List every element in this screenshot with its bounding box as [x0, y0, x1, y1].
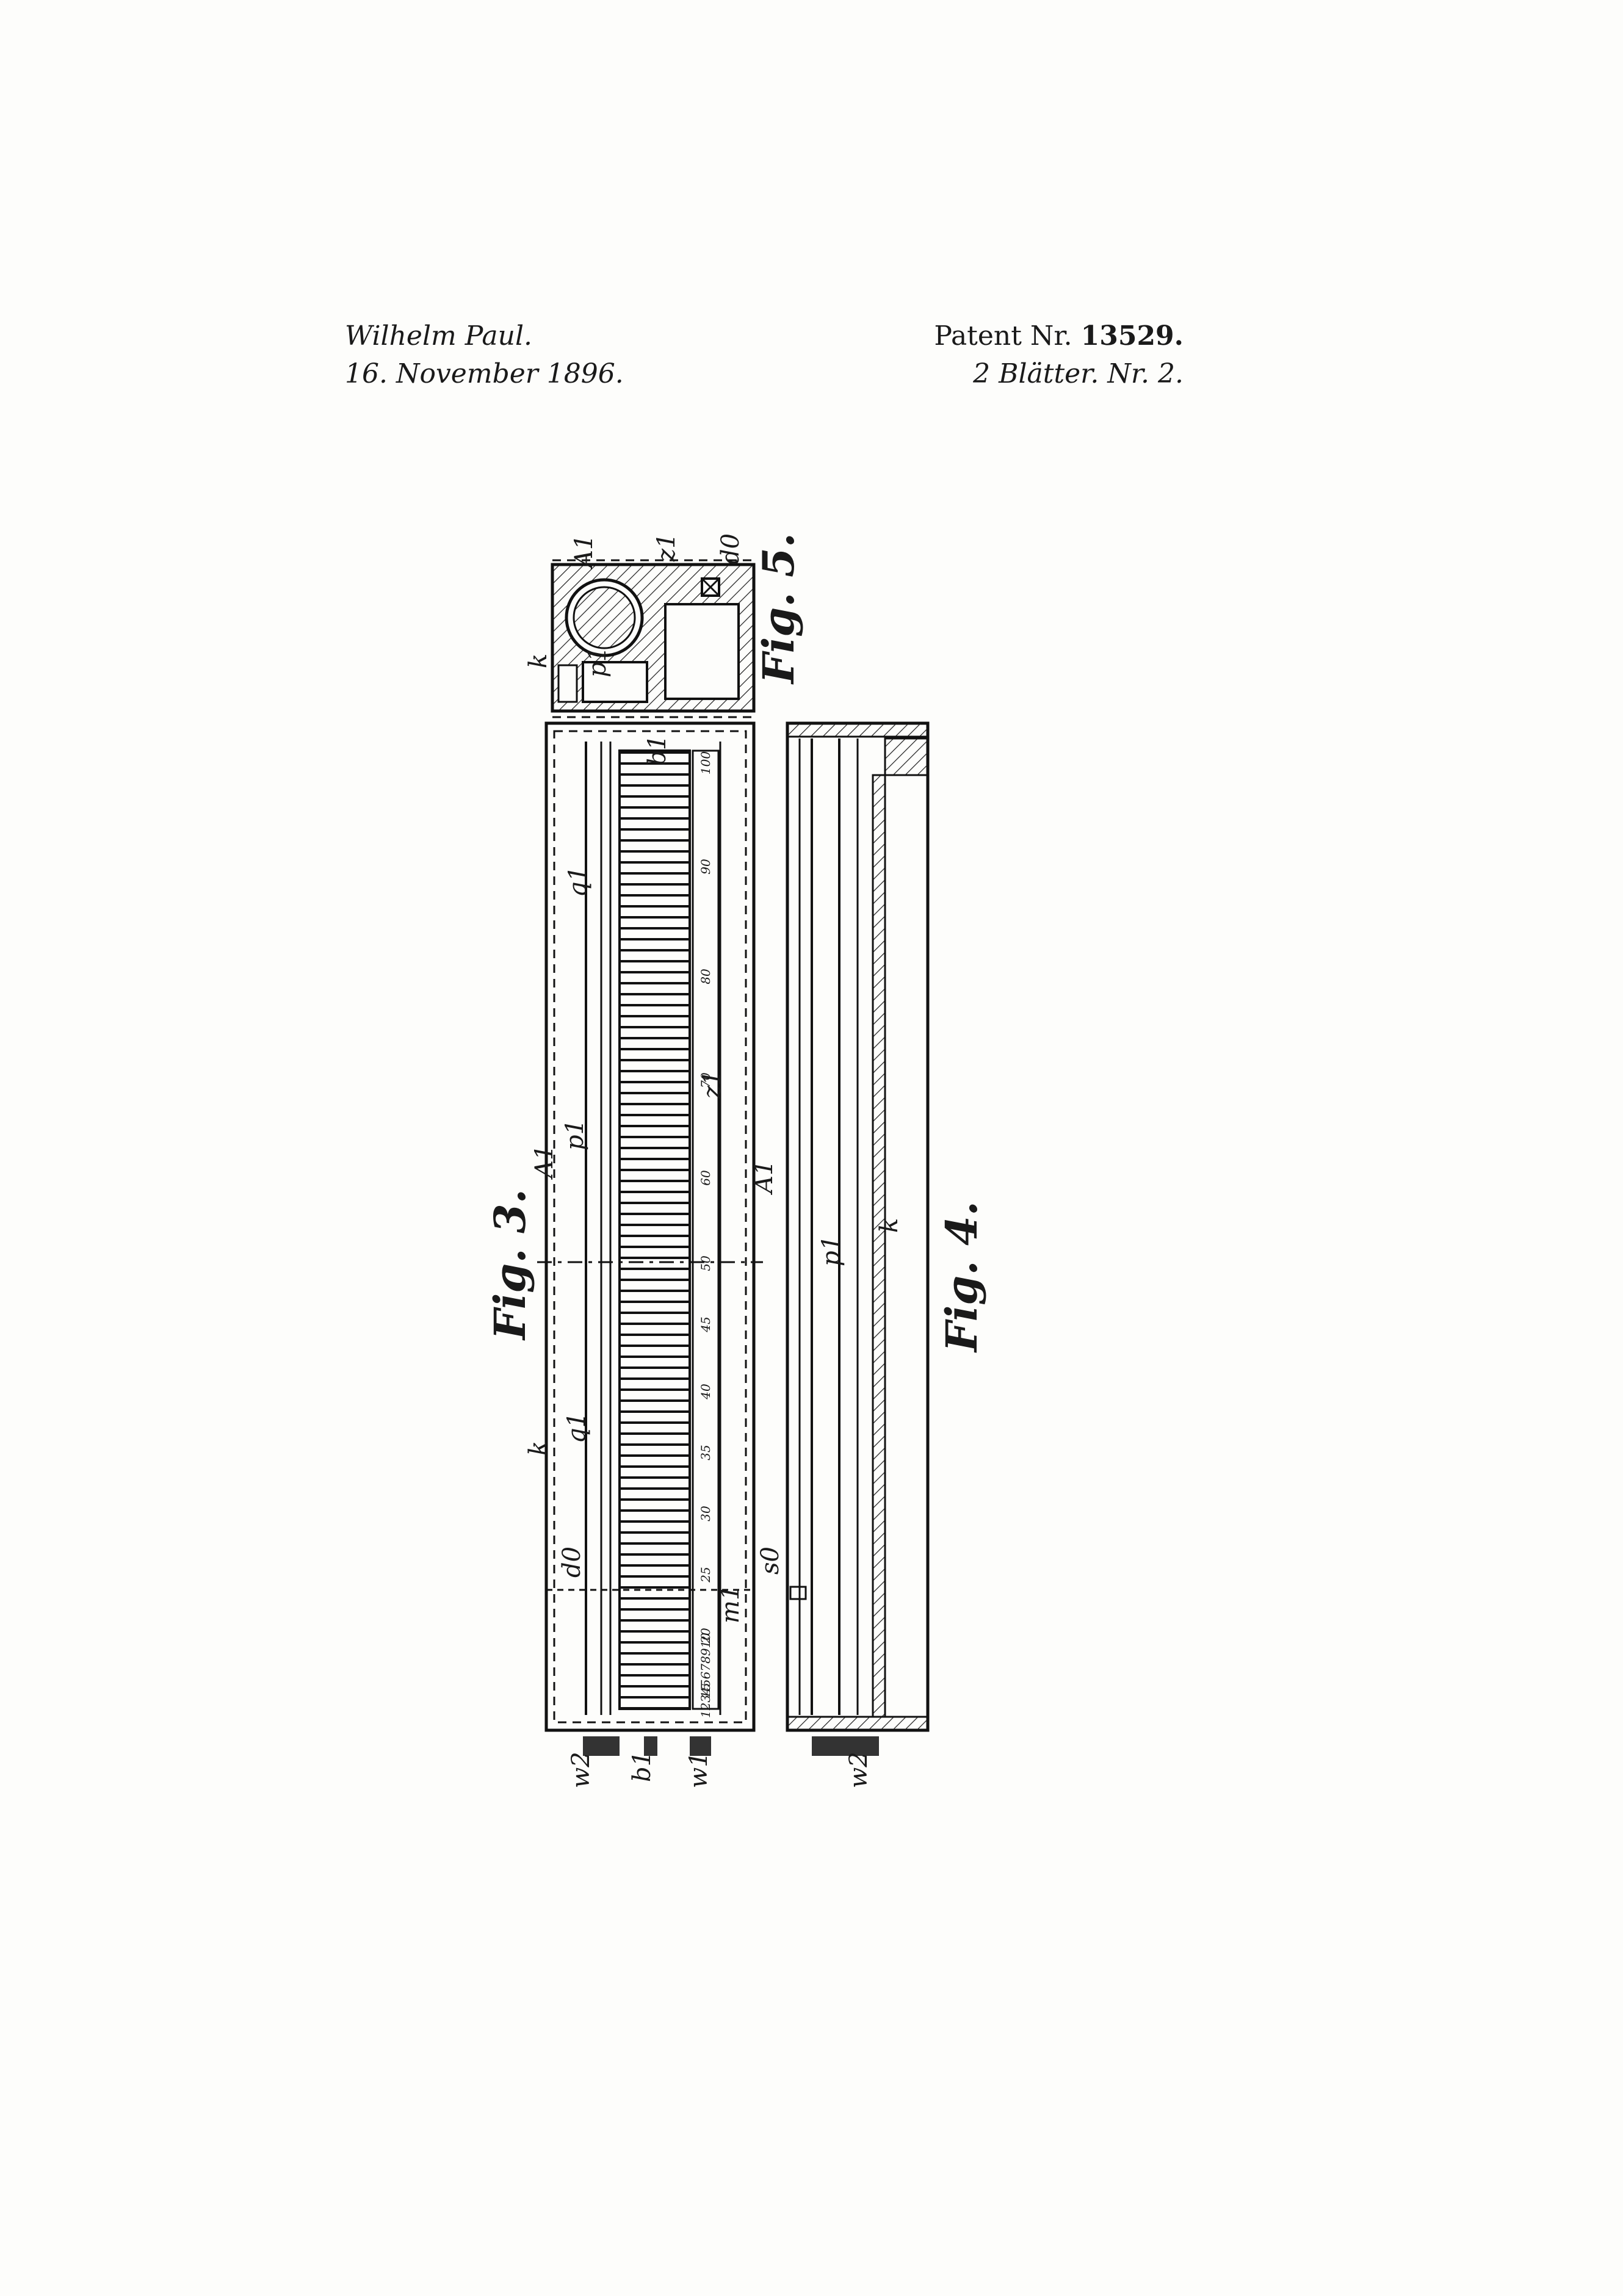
label-p1-fig3: p1 [561, 1119, 589, 1150]
label-w2-fig3: w2 [567, 1752, 595, 1788]
scale-number: 60 [698, 1170, 713, 1186]
label-k-fig3: k [524, 1441, 552, 1456]
label-p1-fig5: p1 [584, 646, 612, 677]
label-b1-top: b1 [643, 735, 671, 766]
label-b1-bottom: b1 [628, 1751, 656, 1782]
scale-number: 45 [698, 1316, 713, 1332]
patent-number-line: Patent Nr. 13529. [934, 317, 1184, 355]
scale-number: 25 [698, 1567, 713, 1583]
sheet-number: 2 Blätter. Nr. 2. [973, 358, 1184, 389]
filing-date: 16. November 1896. [345, 358, 624, 389]
fig5-label: Fig. 5. [753, 533, 804, 685]
fig3-frame [537, 721, 763, 1756]
label-k-fig5: k [524, 654, 552, 668]
scale-number: 70 [698, 1072, 713, 1088]
scale-number: 90 [698, 859, 713, 875]
fig5-section [551, 559, 756, 718]
scale-number: 50 [698, 1255, 713, 1271]
label-z1-fig3: z1 [698, 1070, 726, 1099]
scale-number: 20 [698, 1628, 713, 1644]
header-left: Wilhelm Paul. 16. November 1896. [345, 317, 624, 393]
label-k-fig4: k [875, 1218, 903, 1233]
label-p1-fig4: p1 [817, 1235, 845, 1266]
scale-number: 40 [698, 1384, 713, 1400]
header-right: Patent Nr. 13529. 2 Blätter. Nr. 2. [934, 317, 1184, 393]
label-A1-top: A1 [570, 535, 598, 570]
scale-number: 80 [698, 969, 713, 984]
fig3-label: Fig. 3. [485, 1189, 535, 1341]
label-d0-fig3: d0 [558, 1547, 586, 1578]
label-q1-lower: q1 [563, 1412, 591, 1443]
scale-number: 15 [698, 1683, 713, 1698]
fig4-section [786, 721, 930, 1756]
label-A1-right: A1 [750, 1160, 778, 1196]
scale-number: 35 [698, 1445, 713, 1460]
label-w2-fig4: w2 [845, 1752, 873, 1788]
label-A1-left: A1 [530, 1145, 558, 1180]
label-m1: m1 [717, 1585, 745, 1623]
label-s0: s0 [756, 1547, 784, 1575]
scale-number: 12345678910 [698, 1633, 713, 1718]
patent-number: 13529. [1080, 320, 1184, 352]
inventor-name: Wilhelm Paul. [345, 320, 533, 352]
scale-number: 30 [698, 1506, 713, 1522]
patent-prefix: Patent Nr. [934, 320, 1072, 352]
fig4-label: Fig. 4. [936, 1201, 987, 1353]
label-q1-upper: q1 [564, 866, 592, 897]
label-d0: d0 [717, 533, 745, 565]
label-z1: z1 [652, 533, 681, 562]
scale-number: 100 [698, 751, 713, 774]
label-w1: w1 [685, 1752, 713, 1788]
